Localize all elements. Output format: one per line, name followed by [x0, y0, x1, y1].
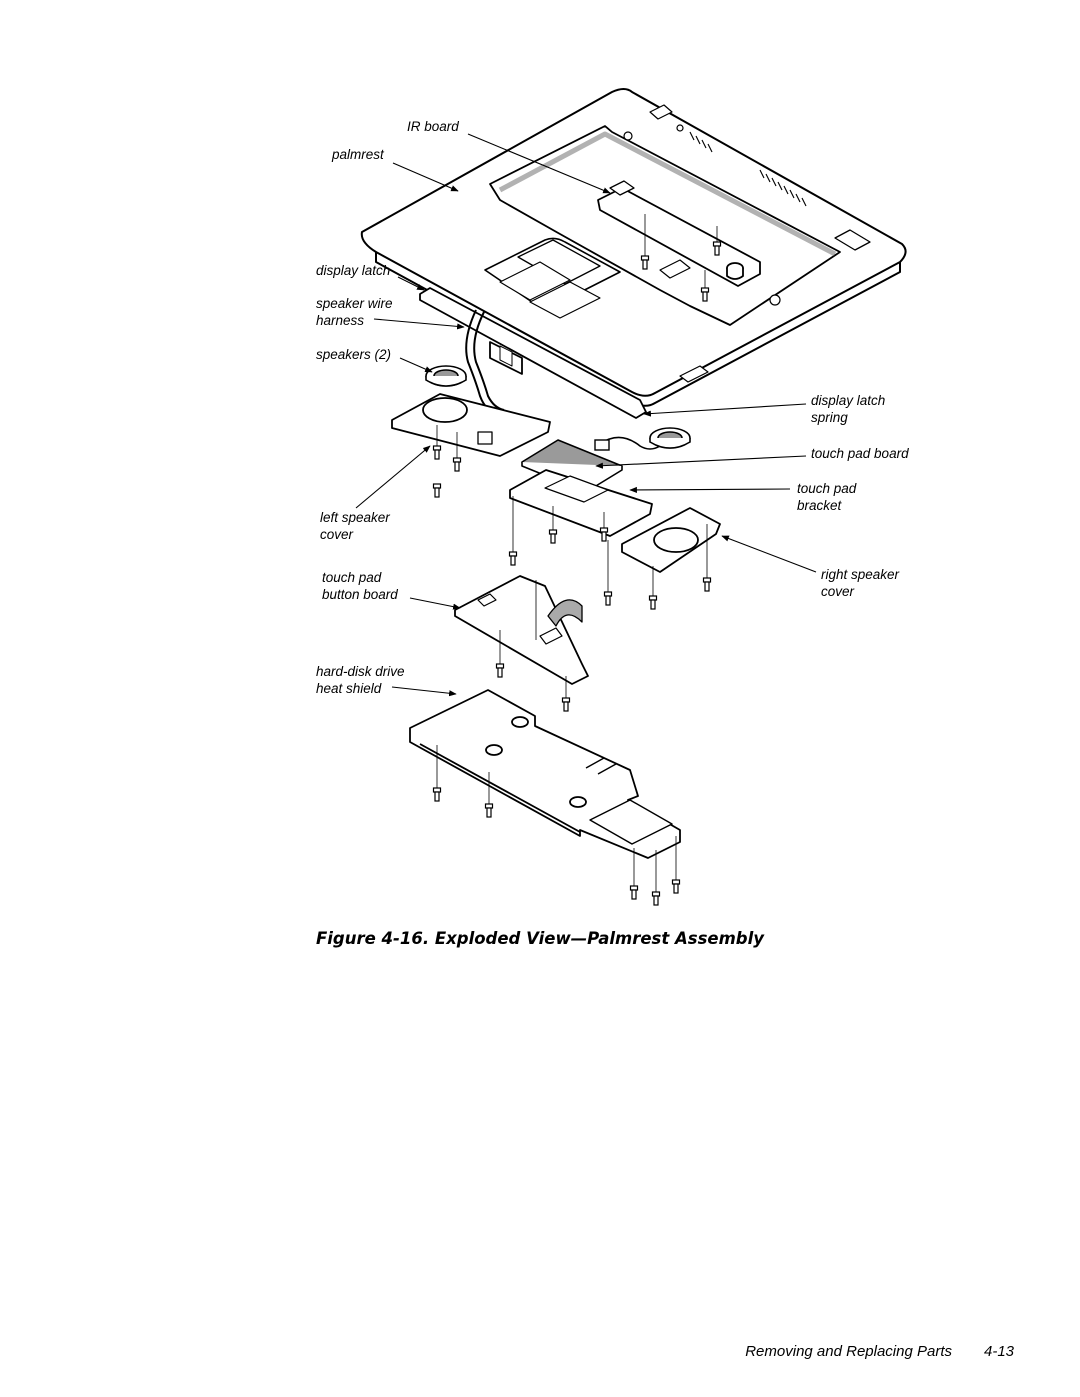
- label-hard-disk-heat-shield: hard-disk drive heat shield: [316, 664, 405, 696]
- figure-caption: Figure 4-16. Exploded View—Palmrest Asse…: [315, 929, 765, 948]
- leader-lines: [355, 133, 817, 697]
- label-speakers: speakers (2): [316, 347, 392, 362]
- ir-board-part: [597, 180, 761, 287]
- label-palmrest: palmrest: [332, 147, 384, 162]
- speaker-right: [649, 427, 691, 449]
- left-speaker-cover-part: [391, 393, 551, 457]
- hard-disk-heat-shield-part: [409, 689, 681, 859]
- label-touch-pad-button-board: touch pad button board: [322, 570, 398, 602]
- label-right-speaker-cover: right speaker cover: [821, 567, 900, 599]
- right-speaker-cover-part: [621, 507, 721, 573]
- label-left-speaker-cover: left speaker cover: [320, 510, 390, 542]
- screw-alignment-lines: [436, 214, 718, 892]
- exploded-view-diagram: [355, 88, 907, 906]
- label-ir-board: IR board: [407, 119, 459, 134]
- footer-section-title: Removing and Replacing Parts: [745, 1343, 952, 1360]
- label-touch-pad-board: touch pad board: [811, 446, 909, 461]
- label-touch-pad-bracket: touch pad bracket: [797, 481, 857, 513]
- footer-page-number: 4-13: [984, 1343, 1015, 1360]
- speaker-left: [425, 365, 467, 387]
- touch-pad-button-board-part: [454, 575, 589, 685]
- label-speaker-wire-harness: speaker wire harness: [316, 296, 393, 328]
- palmrest-part: [360, 88, 907, 407]
- label-display-latch-spring: display latch spring: [811, 393, 886, 425]
- label-display-latch: display latch: [316, 263, 391, 278]
- touch-pad-bracket-part: [509, 469, 653, 537]
